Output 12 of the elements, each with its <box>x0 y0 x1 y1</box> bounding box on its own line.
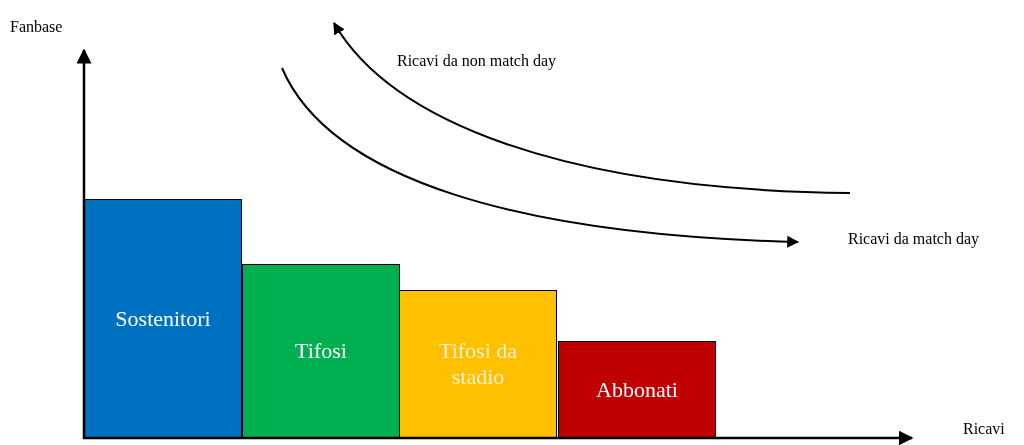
bar <box>399 290 557 438</box>
bar-label: Abbonati <box>596 376 678 403</box>
bar <box>84 199 242 438</box>
bar <box>558 341 716 438</box>
axis-title: Ricavi <box>963 420 1005 438</box>
bar-label: Tifosi <box>295 338 347 364</box>
bar-label: Sostenitori <box>115 305 211 332</box>
arrow-label: Ricavi da non match day <box>397 52 557 70</box>
axis-title: Fanbase <box>10 18 63 36</box>
bar-label: Tifosi da stadio <box>437 338 518 390</box>
arrow-label: Ricavi da match day <box>848 230 980 248</box>
bar <box>242 264 400 438</box>
